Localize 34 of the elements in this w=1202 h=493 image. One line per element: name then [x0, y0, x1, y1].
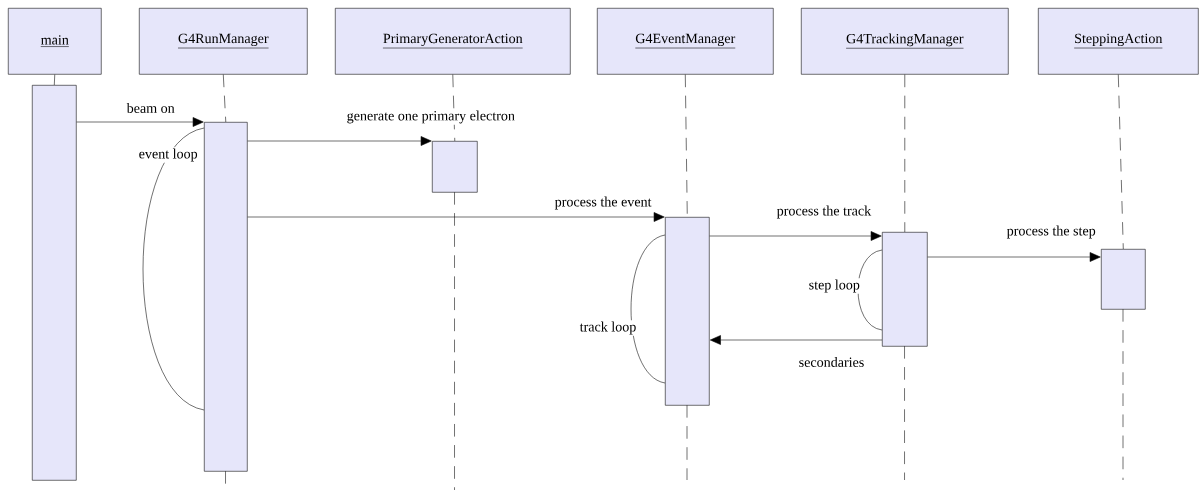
lifeline-header-box: PrimaryGeneratorAction	[335, 8, 571, 75]
lifeline	[1118, 74, 1124, 250]
lifeline	[223, 74, 227, 123]
lifeline-header-box: G4EventManager	[597, 8, 774, 75]
lifeline-header-box: SteppingAction	[1038, 8, 1199, 75]
message-arrow	[76, 117, 204, 127]
message-arrow	[247, 212, 665, 222]
message-arrow	[709, 231, 882, 241]
lifeline	[452, 74, 456, 142]
edge-label: process the event	[553, 195, 653, 211]
activation-bar	[204, 122, 248, 472]
message-arrow	[927, 252, 1101, 262]
lifeline	[54, 74, 56, 86]
loop-arc	[630, 234, 666, 384]
lifeline-header-box: G4TrackingManager	[801, 8, 1009, 75]
message-arrow	[247, 136, 432, 146]
edge-label: event loop	[137, 147, 200, 163]
activation-bar	[32, 85, 77, 481]
edge-label: track loop	[578, 320, 638, 336]
lifeline-header-box: main	[8, 8, 102, 75]
edge-label: step loop	[807, 278, 862, 294]
loop-arc	[142, 127, 205, 411]
lifeline	[904, 74, 906, 233]
edge-label: process the track	[775, 204, 873, 220]
edge-label: process the step	[1005, 224, 1098, 240]
edge-label: secondaries	[797, 355, 866, 369]
activation-bar	[665, 217, 710, 406]
edge-label: beam on	[125, 101, 177, 115]
edge-label: generate one primary electron	[345, 109, 517, 125]
activation-bar	[882, 232, 928, 347]
activation-bar	[1101, 249, 1146, 310]
activation-bar	[432, 141, 478, 193]
message-arrow	[710, 335, 883, 345]
lifeline-header-box: G4RunManager	[139, 8, 308, 75]
